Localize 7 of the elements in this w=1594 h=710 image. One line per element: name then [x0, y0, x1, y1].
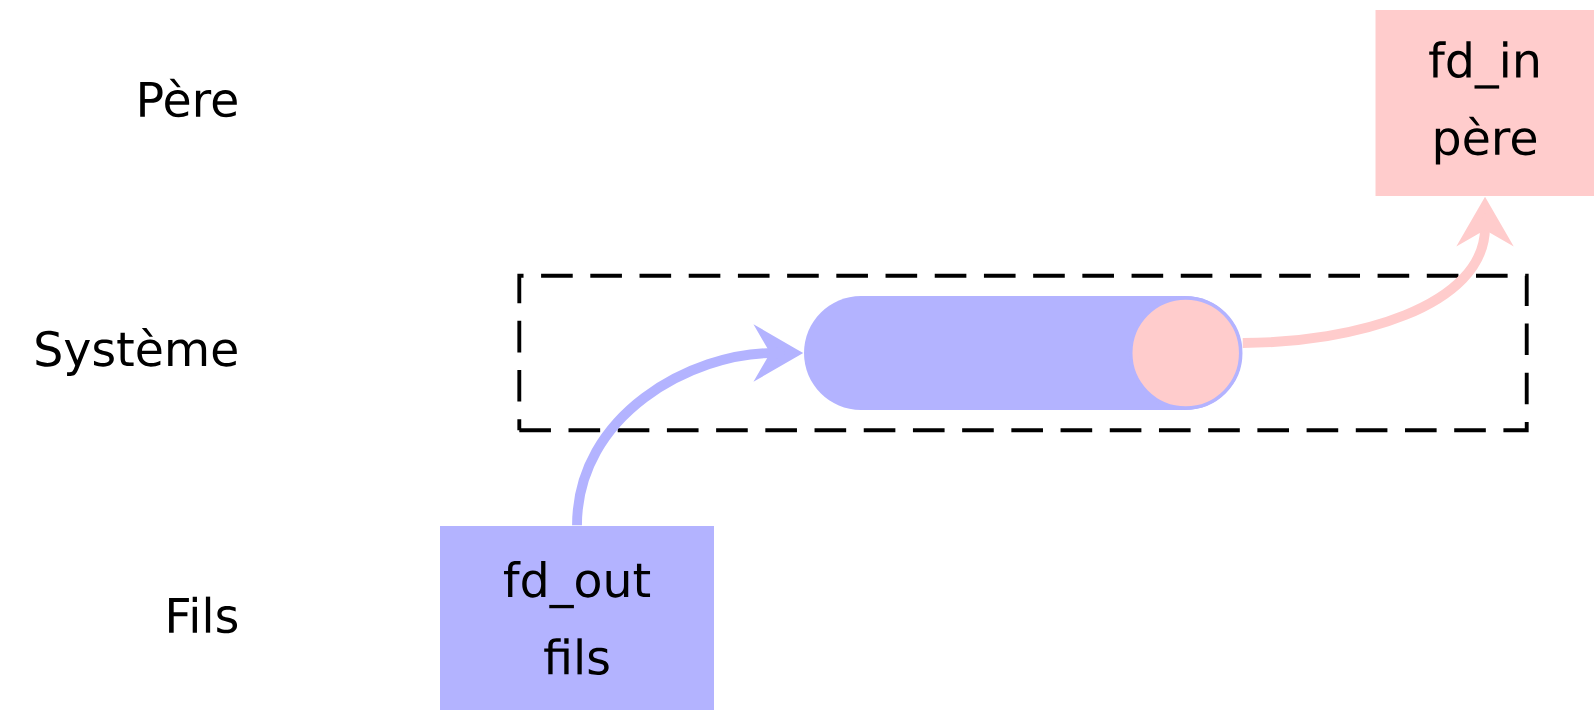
- row-label: Fils: [169, 596, 238, 634]
- dashed-box: [517, 273, 1529, 433]
- text-box: fd_in père: [1375, 10, 1594, 196]
- text-box: fd_out fils: [440, 526, 714, 710]
- row-label: Système: [36, 328, 237, 376]
- row-label: Père: [140, 78, 237, 118]
- pipe-drawing: [804, 296, 1243, 410]
